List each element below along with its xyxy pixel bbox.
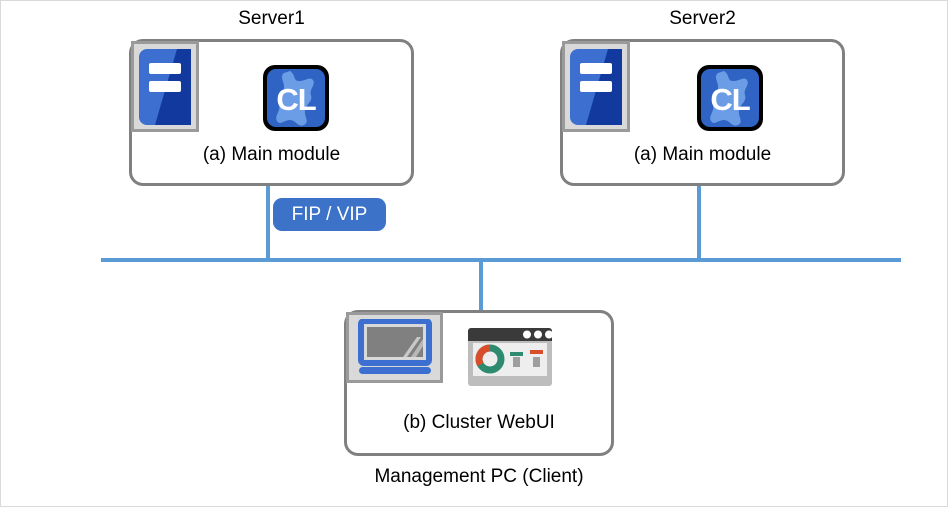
link-server2-to-bus [697, 186, 701, 260]
link-server1-to-bus [266, 186, 270, 260]
server-rack-icon [131, 41, 199, 132]
fip-vip-badge: FIP / VIP [273, 198, 386, 231]
network-bus [101, 258, 901, 262]
server2-module-label: (a) Main module [633, 144, 772, 165]
svg-text:CL: CL [276, 82, 315, 117]
svg-text:CL: CL [710, 82, 749, 117]
cluster-cl-icon: CL [694, 62, 766, 134]
browser-webui-icon [464, 328, 556, 396]
server2-title: Server2 [669, 8, 736, 29]
server-rack-icon [562, 41, 630, 132]
management-pc-title: Management PC (Client) [374, 466, 584, 487]
management-pc-module-label: (b) Cluster WebUI [403, 412, 555, 433]
server1-title: Server1 [238, 8, 305, 29]
server1-module-label: (a) Main module [202, 144, 341, 165]
cluster-cl-icon: CL [260, 62, 332, 134]
laptop-icon [346, 312, 443, 383]
link-bus-to-management-pc [479, 260, 483, 310]
